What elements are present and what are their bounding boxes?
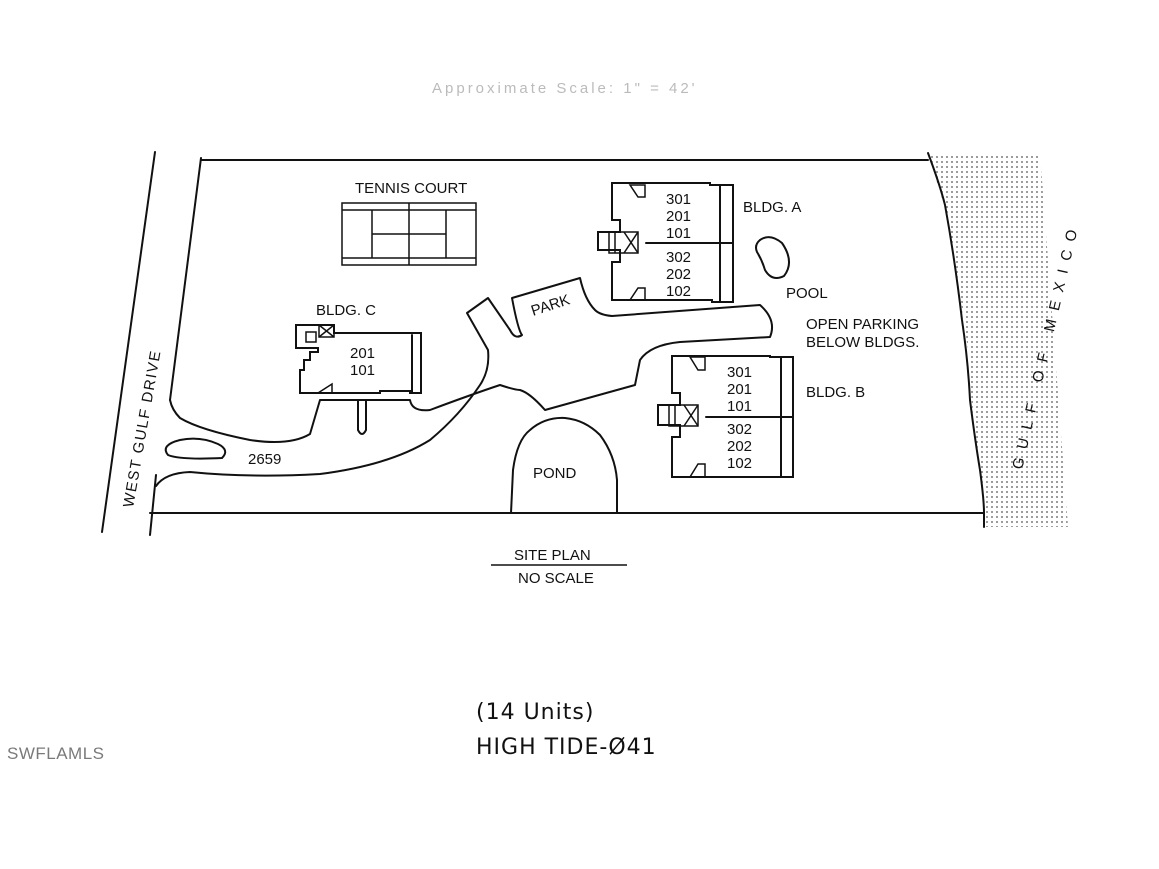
park-label: PARK xyxy=(529,291,572,319)
parking-note-line2: BELOW BLDGS. xyxy=(806,334,919,351)
project-name-label: HIGH TIDE-Ø41 xyxy=(476,735,657,760)
pond-label: POND xyxy=(533,465,577,482)
building-b-unit-201: 201 xyxy=(727,381,752,398)
pool-shape xyxy=(755,236,790,279)
building-a-unit-102: 102 xyxy=(666,283,691,300)
building-b-unit-302: 302 xyxy=(727,421,752,438)
building-c-unit-101: 101 xyxy=(350,362,375,379)
building-b-unit-101: 101 xyxy=(727,398,752,415)
gulf-water-area xyxy=(927,152,1068,528)
unit-count-label: (14 Units) xyxy=(476,700,594,725)
building-a-unit-302: 302 xyxy=(666,249,691,266)
building-c-unit-201: 201 xyxy=(350,345,375,362)
building-b-unit-301: 301 xyxy=(727,364,752,381)
mls-watermark: SWFLAMLS xyxy=(7,744,105,763)
building-b-unit-102: 102 xyxy=(727,455,752,472)
parking-note-line1: OPEN PARKING xyxy=(806,316,919,333)
property-boundary xyxy=(149,157,985,536)
building-a-unit-202: 202 xyxy=(666,266,691,283)
driveway xyxy=(155,277,773,487)
tennis-court xyxy=(341,202,477,266)
building-a xyxy=(597,182,734,303)
building-a-unit-101: 101 xyxy=(666,225,691,242)
approximate-scale-label: Approximate Scale: 1" = 42' xyxy=(432,80,698,97)
site-plan-title: SITE PLAN xyxy=(514,547,591,564)
building-c xyxy=(295,324,422,435)
building-b-label: BLDG. B xyxy=(806,384,865,401)
building-c-label: BLDG. C xyxy=(316,302,376,319)
pond-shape xyxy=(510,416,618,514)
building-a-unit-201: 201 xyxy=(666,208,691,225)
building-a-unit-301: 301 xyxy=(666,191,691,208)
building-b-unit-202: 202 xyxy=(727,438,752,455)
pool-label: POOL xyxy=(786,285,828,302)
west-gulf-drive-road xyxy=(101,151,156,533)
no-scale-subtitle: NO SCALE xyxy=(518,570,594,587)
tennis-court-label: TENNIS COURT xyxy=(355,180,467,197)
building-b xyxy=(657,355,794,478)
building-a-label: BLDG. A xyxy=(743,199,801,216)
address-number-label: 2659 xyxy=(248,451,281,468)
